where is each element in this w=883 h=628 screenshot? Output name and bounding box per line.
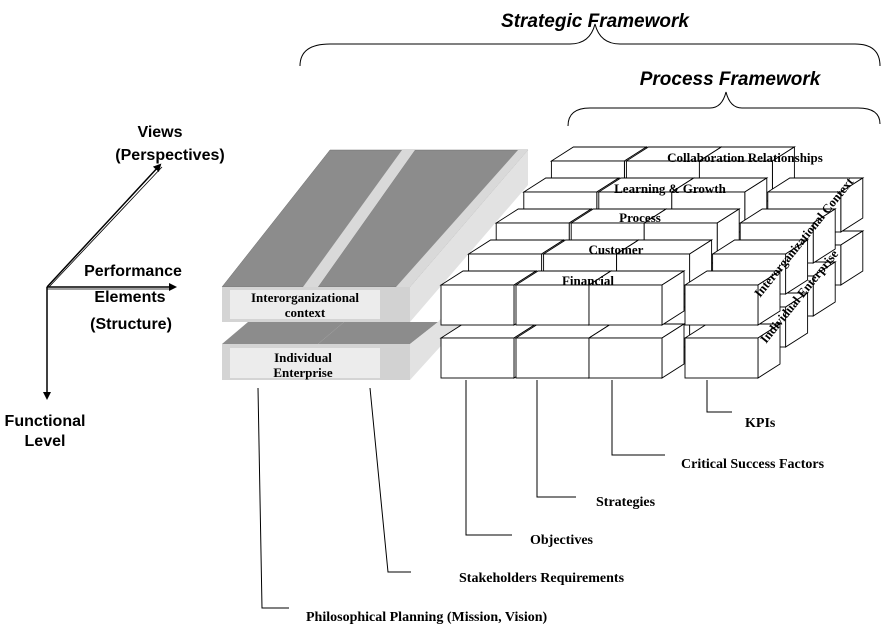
functional-label: Functional xyxy=(5,413,86,430)
slab-interorganizational xyxy=(221,149,529,322)
cube-L0-r1-c3 xyxy=(683,323,782,379)
performance-label: Performance xyxy=(84,263,182,280)
stakeholders-leader xyxy=(369,387,411,573)
philosophical-leader xyxy=(257,387,289,609)
views-label: Views xyxy=(137,124,182,141)
cube-L0-r0-c3 xyxy=(683,270,782,326)
layer-process-label: Process xyxy=(619,210,661,225)
cube-L0-r1-c2 xyxy=(587,323,686,379)
kpis-label: KPIs xyxy=(745,416,776,431)
views-sublabel: (Perspectives) xyxy=(115,147,224,164)
csf-label: Critical Success Factors xyxy=(681,457,825,472)
process-framework-title: Process Framework xyxy=(640,69,822,90)
elements-label: Elements xyxy=(94,289,165,306)
slab-individual-label-1: Individual xyxy=(274,350,332,365)
slab-interorganizational-label-2: context xyxy=(285,305,326,320)
stakeholders-label: Stakeholders Requirements xyxy=(459,571,625,586)
strategic-framework-title: Strategic Framework xyxy=(501,11,690,32)
layer-learning-label: Learning & Growth xyxy=(614,181,726,196)
views-axis-arrow xyxy=(46,163,162,288)
layer-financial-label: Financial xyxy=(562,273,614,288)
level-label: Level xyxy=(25,433,66,450)
cube-L0-r0-c2 xyxy=(587,270,686,326)
cube-grid xyxy=(439,146,865,379)
slab-interorganizational-label-1: Interorganizational xyxy=(251,290,359,305)
callout-leaders xyxy=(257,380,732,609)
slab-individual-label-2: Enterprise xyxy=(273,365,332,380)
axes-group xyxy=(43,163,177,400)
csf-leader xyxy=(611,380,665,456)
process-framework-brace xyxy=(567,91,881,127)
objectives-leader xyxy=(465,380,512,536)
structure-label: (Structure) xyxy=(90,316,172,333)
kpis-leader xyxy=(706,380,732,413)
objectives-label: Objectives xyxy=(530,533,594,548)
strategies-label: Strategies xyxy=(596,495,656,510)
strategic-framework-brace xyxy=(299,23,881,67)
philosophical-label: Philosophical Planning (Mission, Vision) xyxy=(306,610,548,625)
layer-collaboration-label: Collaboration Relationships xyxy=(667,150,823,165)
strategies-leader xyxy=(536,380,576,498)
views-axis-shadow xyxy=(48,166,163,288)
layer-customer-label: Customer xyxy=(589,242,644,257)
